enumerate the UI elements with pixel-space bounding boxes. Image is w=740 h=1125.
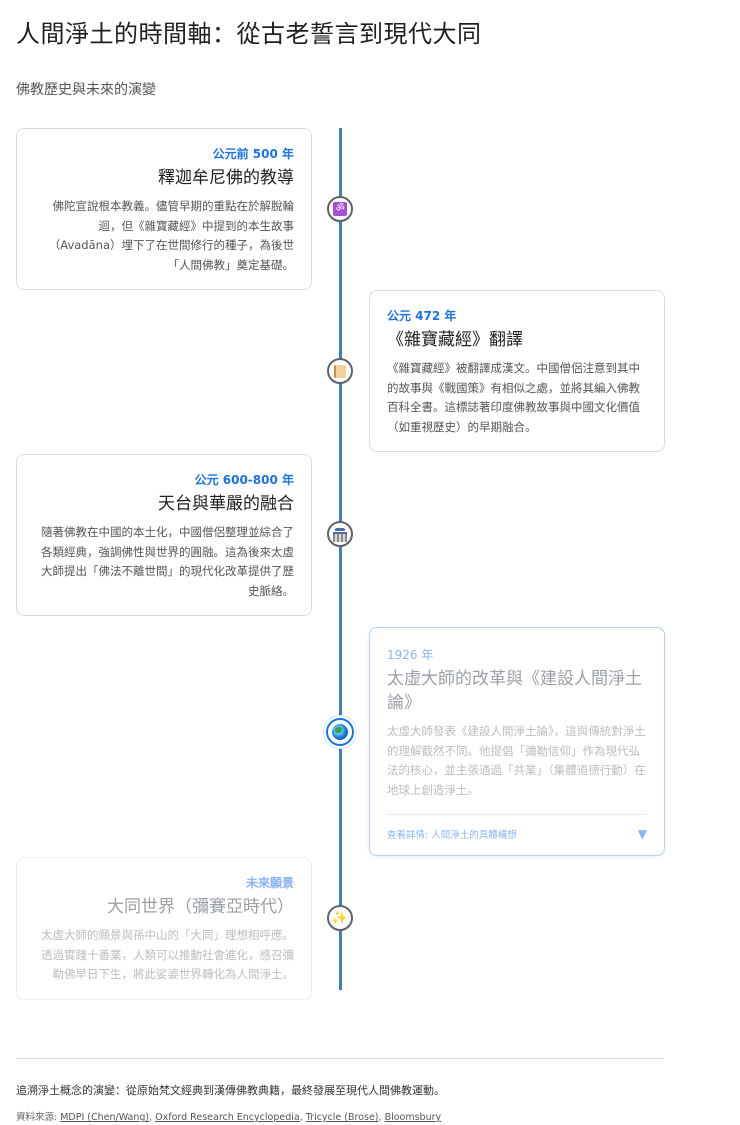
separator: , [299, 1112, 306, 1123]
source-link-bloomsbury[interactable]: Bloomsbury [384, 1112, 442, 1123]
event-date: 公元前 500 年 [212, 147, 294, 161]
event-title: 太虛大師的改革與《建設人間淨土論》 [387, 669, 642, 713]
event-date: 1926 年 [387, 648, 434, 662]
event-date: 未來願景 [245, 876, 294, 890]
event-title: 天台與華嚴的融合 [158, 494, 294, 514]
page-title: 人間淨土的時間軸：從古老誓言到現代大同 [16, 20, 482, 48]
footer-divider [16, 1058, 664, 1059]
temple-icon [333, 528, 347, 542]
event-description: 太虛大師發表《建設人間淨土論》，這與傳統對淨土的理解截然不同。他提倡「彌勒信仰」… [387, 724, 646, 797]
event-description: 《雜寶藏經》被翻譯成漢文。中國僧侶注意到其中的故事與《戰國策》有相似之處，並將其… [387, 361, 640, 434]
timeline-card-future: 未來願景 大同世界（彌賽亞時代） 太虛大師的願景與孫中山的「大同」理想相呼應。透… [16, 857, 312, 1000]
timeline-card-1926[interactable]: 1926 年 太虛大師的改革與《建設人間淨土論》 太虛大師發表《建設人間淨土論》… [369, 627, 665, 856]
timeline-node-472ce [327, 358, 353, 384]
event-title: 《雜寶藏經》翻譯 [387, 330, 523, 350]
event-title: 釋迦牟尼佛的教導 [158, 168, 294, 188]
sources-label: 資料來源: [16, 1112, 61, 1123]
details-toggle[interactable]: 查看詳情: 人間淨土的具體構想 ▼ [387, 814, 647, 841]
sparkles-icon: ✨ [331, 910, 349, 926]
timeline-node-500bce: ॐ [327, 196, 353, 222]
footer-summary: 追溯淨土概念的演變：從原始梵文經典到漢傳佛教典籍，最終發展至現代人間佛教運動。 [16, 1084, 445, 1097]
timeline-card-500bce: 公元前 500 年 釋迦牟尼佛的教導 佛陀宣說根本教義。儘管早期的重點在於解脫輪… [16, 128, 312, 290]
event-description: 太虛大師的願景與孫中山的「大同」理想相呼應。透過實踐十善業，人類可以推動社會進化… [41, 928, 294, 981]
om-icon: ॐ [333, 202, 347, 216]
timeline-card-472ce: 公元 472 年 《雜寶藏經》翻譯 《雜寶藏經》被翻譯成漢文。中國僧侶注意到其中… [369, 290, 665, 452]
expand-caret-icon[interactable]: ▼ [637, 827, 647, 841]
footer-sources: 資料來源: MDPI (Chen/Wang), Oxford Research … [16, 1109, 441, 1123]
timeline-card-600-800ce: 公元 600-800 年 天台與華嚴的融合 隨著佛教在中國的本土化，中國僧侶整理… [16, 454, 312, 616]
event-title: 大同世界（彌賽亞時代） [107, 897, 294, 917]
source-link-oxford[interactable]: Oxford Research Encyclopedia [155, 1112, 300, 1123]
event-description: 佛陀宣說根本教義。儘管早期的重點在於解脫輪迴，但《雜寶藏經》中提到的本生故事（A… [48, 199, 294, 272]
timeline-axis-line [339, 128, 342, 990]
globe-icon [332, 724, 348, 740]
separator: , [149, 1112, 156, 1123]
event-description: 隨著佛教在中國的本土化，中國僧侶整理並綜合了各類經典，強調佛性與世界的圓融。這為… [41, 525, 294, 598]
timeline-node-600-800ce [327, 521, 353, 547]
separator: , [378, 1112, 385, 1123]
scroll-icon [334, 364, 346, 378]
event-date: 公元 472 年 [387, 309, 457, 323]
event-date: 公元 600-800 年 [194, 473, 294, 487]
view-details-link[interactable]: 查看詳情: 人間淨土的具體構想 [387, 830, 517, 841]
page-subtitle: 佛教歷史與未來的演變 [16, 82, 156, 98]
timeline-node-1926[interactable] [326, 718, 354, 746]
source-link-mdpi[interactable]: MDPI (Chen/Wang) [60, 1112, 150, 1123]
source-link-tricycle[interactable]: Tricycle (Brose) [305, 1112, 379, 1123]
timeline-node-future: ✨ [327, 905, 353, 931]
